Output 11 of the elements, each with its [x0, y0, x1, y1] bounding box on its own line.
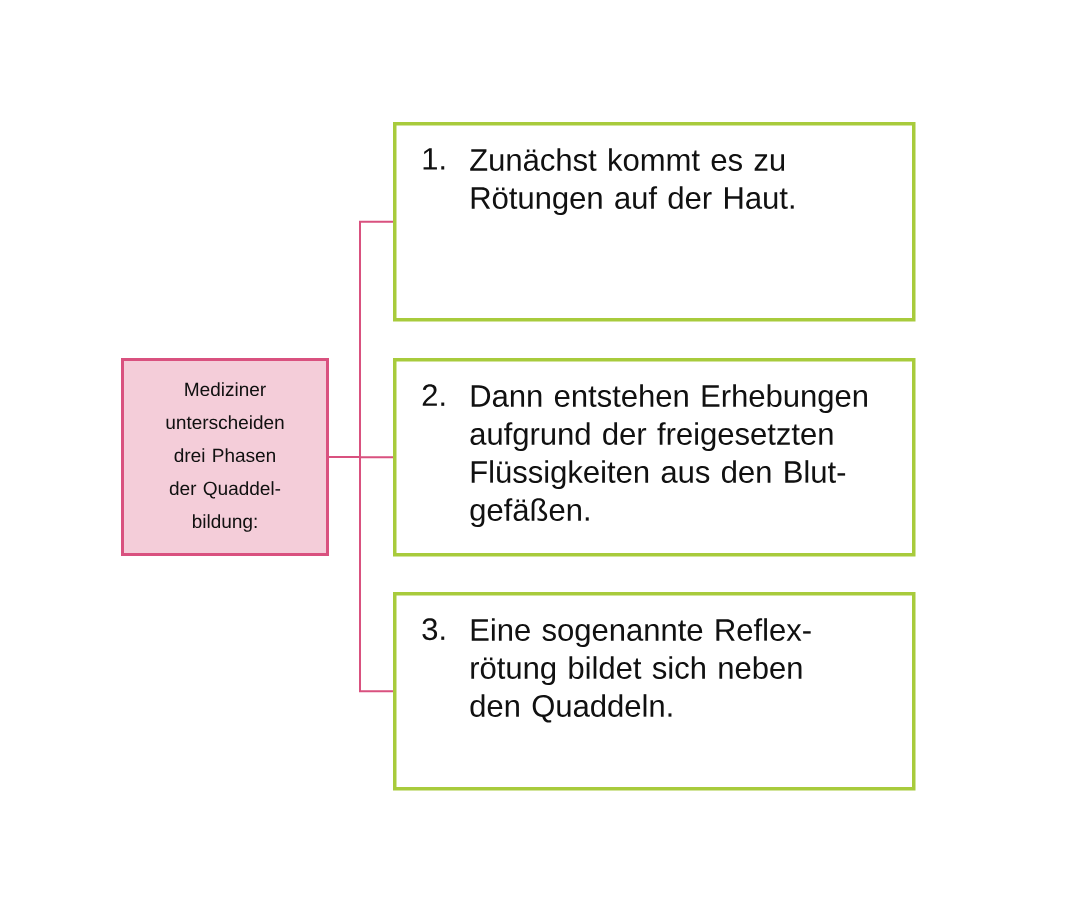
step-text: Eine sogenannte Reflex-rötung bildet sich neben den Quaddeln.	[470, 618, 811, 723]
step-box	[393, 358, 916, 557]
step-box	[393, 592, 916, 791]
step-number: 3.	[422, 618, 445, 641]
step-text: Dann entstehen Erhebungen aufgrund der freigesetzten Flüssigkeiten aus den Blut-gefäßen.	[470, 384, 867, 528]
info-box: Mediziner unterscheiden drei Phasen der Quaddel-bildung:	[121, 358, 329, 556]
connector-line	[328, 456, 394, 693]
step-number: 2.	[422, 384, 445, 406]
step-text: Zunächst kommt es zu Rötungen auf der Haut.	[470, 148, 794, 216]
step-number: 1.	[423, 148, 445, 170]
step-box	[393, 122, 916, 322]
